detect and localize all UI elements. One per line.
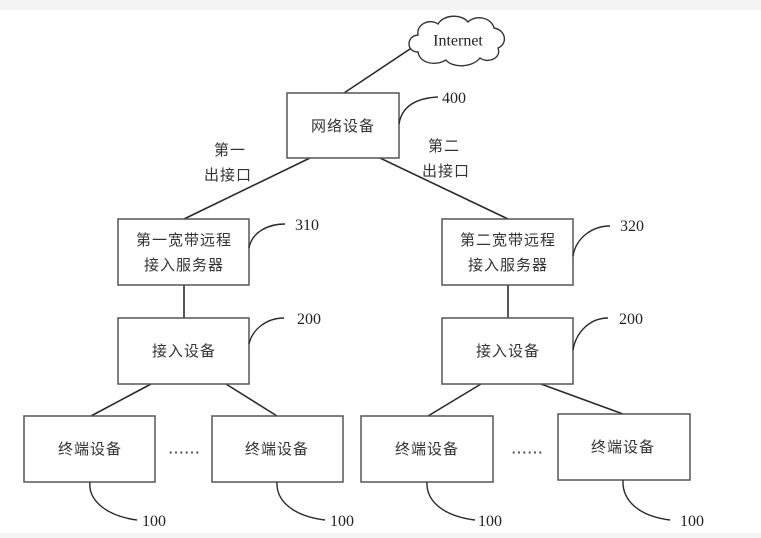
ref-100-4: 100 <box>680 513 704 530</box>
bras-2-box <box>441 218 574 286</box>
ref-200-left: 200 <box>297 311 321 328</box>
bras-1: 第一宽带远程 接入服务器 310 <box>117 217 319 286</box>
bras-1-box <box>117 218 250 286</box>
terminal-1: 终端设备 100 <box>23 415 166 530</box>
internet-cloud: Internet <box>408 15 505 67</box>
link-access1-terminal2 <box>225 383 278 417</box>
ref-leader-200-left <box>248 317 285 345</box>
terminal-3: 终端设备 100 <box>360 415 502 530</box>
access-device-2-box <box>441 317 574 385</box>
link-network-bras2 <box>379 157 509 220</box>
second-interface-label-1: 第二 <box>428 137 460 155</box>
terminal-3-box <box>360 415 494 483</box>
cloud-icon <box>408 15 505 67</box>
ref-leader-100-2 <box>276 481 326 521</box>
link-access2-terminal4 <box>540 383 624 415</box>
ref-leader-100-4 <box>622 479 671 521</box>
terminal-4-label: 终端设备 <box>591 438 655 456</box>
first-interface-label-1: 第一 <box>214 141 246 159</box>
diagram-canvas: Internet 网络设备 400 第一 出接口 第二 出接口 第一宽带远程 接… <box>0 10 761 533</box>
ref-leader-310 <box>248 223 286 249</box>
link-network-bras1 <box>183 157 311 220</box>
ref-100-1: 100 <box>142 513 166 530</box>
ref-200-right: 200 <box>619 311 643 328</box>
terminal-2: 终端设备 100 <box>211 415 354 530</box>
access-device-1-label: 接入设备 <box>152 342 216 360</box>
ref-100-2: 100 <box>330 513 354 530</box>
link-access2-terminal3 <box>427 383 482 417</box>
terminal-1-box <box>23 415 156 483</box>
link-access1-terminal1 <box>90 383 152 417</box>
ref-leader-200-right <box>572 317 609 351</box>
ellipsis-right: …… <box>511 439 543 458</box>
ref-leader-100-3 <box>426 481 476 521</box>
ref-310: 310 <box>295 217 319 234</box>
access-device-1: 接入设备 200 <box>117 311 321 385</box>
second-interface-label-2: 出接口 <box>422 162 470 180</box>
terminal-2-label: 终端设备 <box>245 440 309 458</box>
ref-320: 320 <box>620 218 644 235</box>
ref-leader-100-1 <box>89 481 138 521</box>
network-device-label: 网络设备 <box>311 117 375 135</box>
ref-400: 400 <box>442 90 466 107</box>
terminal-4: 终端设备 100 <box>557 413 704 530</box>
bras-1-label-line1: 第一宽带远程 <box>136 231 232 249</box>
access-device-1-box <box>117 317 250 385</box>
ref-leader-400 <box>398 96 439 125</box>
terminal-2-box <box>211 415 344 483</box>
terminal-4-box <box>557 413 691 481</box>
terminal-1-label: 终端设备 <box>58 440 122 458</box>
network-device-box <box>286 92 400 159</box>
link-network-internet <box>343 44 417 94</box>
bras-1-label-line2: 接入服务器 <box>144 256 224 274</box>
bras-2-label-line1: 第二宽带远程 <box>460 231 556 249</box>
network-diagram: Internet 网络设备 400 第一 出接口 第二 出接口 第一宽带远程 接… <box>23 15 704 530</box>
bras-2: 第二宽带远程 接入服务器 320 <box>441 218 644 286</box>
access-device-2-label: 接入设备 <box>476 342 540 360</box>
access-device-2: 接入设备 200 <box>441 311 643 385</box>
terminal-3-label: 终端设备 <box>395 440 459 458</box>
internet-label: Internet <box>433 33 483 50</box>
ellipsis-left: …… <box>168 439 200 458</box>
first-interface-label-2: 出接口 <box>204 166 252 184</box>
bras-2-label-line2: 接入服务器 <box>468 256 548 274</box>
ref-100-3: 100 <box>478 513 502 530</box>
network-device: 网络设备 400 <box>286 90 466 159</box>
ref-leader-320 <box>572 225 611 257</box>
